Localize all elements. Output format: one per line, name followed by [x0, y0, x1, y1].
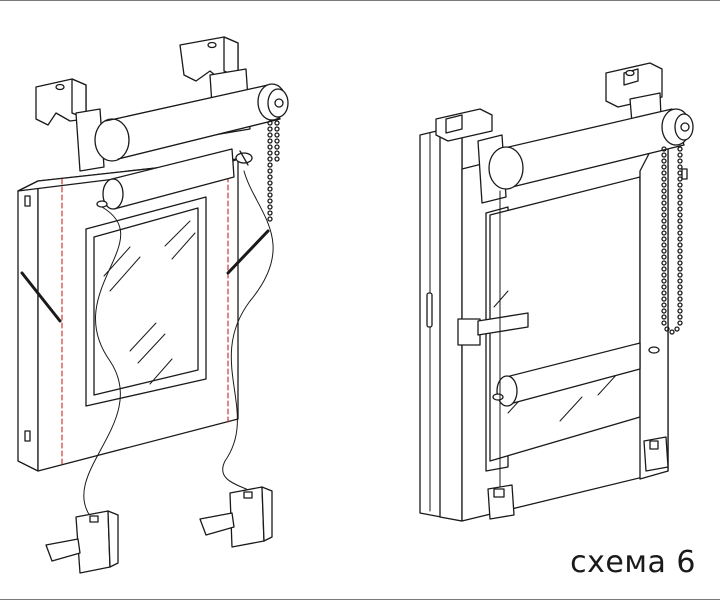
right-chain-stopper	[681, 168, 688, 180]
right-fixing-eyelet-left	[492, 393, 504, 401]
left-brace-right	[226, 229, 270, 275]
left-sash-side-slot-top	[24, 195, 31, 207]
left-glass-reflections	[103, 220, 196, 385]
right-bottom-anchor-2	[643, 436, 669, 472]
right-chain-mechanism	[674, 113, 694, 141]
left-ball-chain	[267, 120, 280, 222]
scheme-caption: схема 6	[570, 545, 696, 580]
left-fabric-roll	[102, 148, 253, 210]
left-glass	[93, 207, 199, 396]
left-roller-tube	[94, 83, 287, 162]
right-fixing-eyelet-right	[648, 346, 660, 354]
right-top-bracket-1	[435, 108, 493, 142]
left-guide-cords	[83, 170, 274, 517]
right-ball-chain	[661, 146, 683, 335]
left-bottom-anchor-1	[45, 510, 119, 574]
left-brace-left	[20, 271, 62, 323]
right-assembly	[419, 62, 694, 522]
left-sash-side-slot-bottom	[24, 430, 31, 442]
right-door-handle	[457, 312, 529, 346]
left-bottom-anchor-2	[199, 486, 273, 548]
left-fixing-eyelet	[96, 200, 108, 208]
left-assembly	[17, 36, 289, 574]
right-bottom-anchor-1	[487, 484, 515, 520]
left-chain-mechanism	[267, 88, 289, 118]
right-frame-latch-slot	[426, 292, 433, 328]
left-mount-block-left	[75, 108, 105, 172]
left-sash-side	[17, 180, 39, 472]
left-top-bracket-2	[179, 36, 239, 82]
